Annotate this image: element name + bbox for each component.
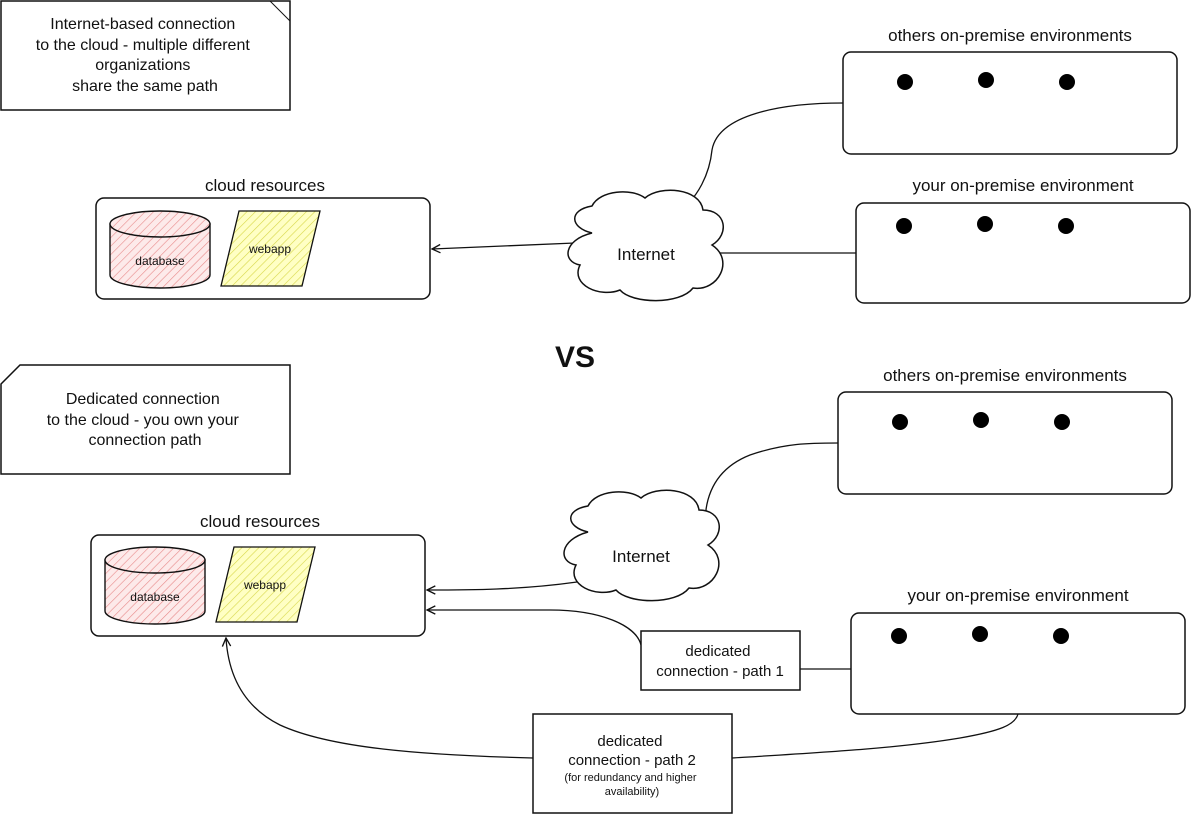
svg-text:Internet-based connection: Internet-based connection to the cloud -… — [36, 16, 255, 95]
bottom-path2-line-1: dedicated — [597, 733, 662, 750]
bottom-database-icon — [104, 546, 206, 625]
top-note: Internet-based connection to the cloud -… — [0, 0, 291, 111]
vs-divider-label: VS — [555, 341, 595, 374]
bottom-yours-title: your on-premise environment — [907, 586, 1128, 605]
bottom-path2-note-line-1: (for redundancy and higher — [564, 772, 696, 784]
bottom-note: Dedicated connection to the cloud - you … — [0, 364, 291, 475]
bottom-note-line-1: Dedicated connection — [66, 391, 220, 408]
top-database-icon — [109, 210, 211, 289]
bottom-webapp-label: webapp — [243, 578, 286, 592]
top-scenario: Internet-based connection to the cloud -… — [0, 0, 1191, 304]
bottom-internet-cloud-icon — [563, 489, 720, 602]
bottom-others-title: others on-premise environments — [883, 366, 1127, 385]
bottom-path1-arrow — [427, 610, 642, 646]
top-others-title: others on-premise environments — [888, 26, 1132, 45]
bottom-path2-to-yours-edge — [731, 713, 1019, 759]
bottom-path1-line-1: dedicated — [685, 643, 750, 660]
bottom-internet-label: Internet — [612, 547, 670, 566]
top-yours-title: your on-premise environment — [912, 176, 1133, 195]
bottom-cloud-resources-title: cloud resources — [200, 512, 320, 531]
top-others-box — [842, 51, 1178, 155]
bottom-database-label: database — [130, 590, 180, 604]
bottom-path2-line-2: connection - path 2 — [568, 752, 696, 769]
top-internet-to-cloud-arrow — [432, 242, 576, 249]
bottom-note-line-3: connection path — [89, 432, 202, 449]
bottom-path1-box — [640, 630, 801, 691]
bottom-path1-line-2: connection - path 1 — [656, 663, 784, 680]
bottom-note-line-2: to the cloud - you own your — [47, 412, 240, 429]
svg-text:(for redundancy and higher: (for redundancy and higher availability) — [564, 772, 699, 798]
top-cloud-resources-title: cloud resources — [205, 176, 325, 195]
top-note-line-1: Internet-based connection — [50, 16, 235, 33]
bottom-others-box — [837, 391, 1173, 495]
bottom-yours-box — [850, 612, 1186, 715]
bottom-webapp-shape — [215, 546, 316, 623]
top-webapp-shape — [220, 210, 321, 287]
top-internet-cloud-icon — [567, 189, 724, 302]
bottom-scenario: Dedicated connection to the cloud - you … — [0, 364, 1186, 814]
top-note-line-3: organizations — [95, 57, 190, 74]
top-internet-label: Internet — [617, 245, 675, 264]
bottom-path2-box — [532, 713, 733, 814]
top-yours-box — [855, 202, 1191, 304]
bottom-path2-note-line-2: availability) — [605, 786, 659, 798]
top-others-to-internet-edge — [671, 102, 844, 217]
svg-text:dedicated connection - p: dedicated connection - path 1 — [656, 643, 784, 680]
svg-text:Dedicated connection t: Dedicated connection to the cloud - you … — [47, 391, 244, 449]
top-webapp-label: webapp — [248, 242, 291, 256]
bottom-path2-arrow — [226, 638, 534, 759]
top-note-line-2: to the cloud - multiple different — [36, 37, 251, 54]
svg-text:dedicated connection - p: dedicated connection - path 2 — [568, 733, 696, 769]
top-database-label: database — [135, 254, 185, 268]
top-note-line-4: share the same path — [72, 78, 218, 95]
bottom-others-to-internet-edge — [704, 442, 839, 525]
bottom-internet-to-cloud-arrow — [427, 581, 578, 590]
